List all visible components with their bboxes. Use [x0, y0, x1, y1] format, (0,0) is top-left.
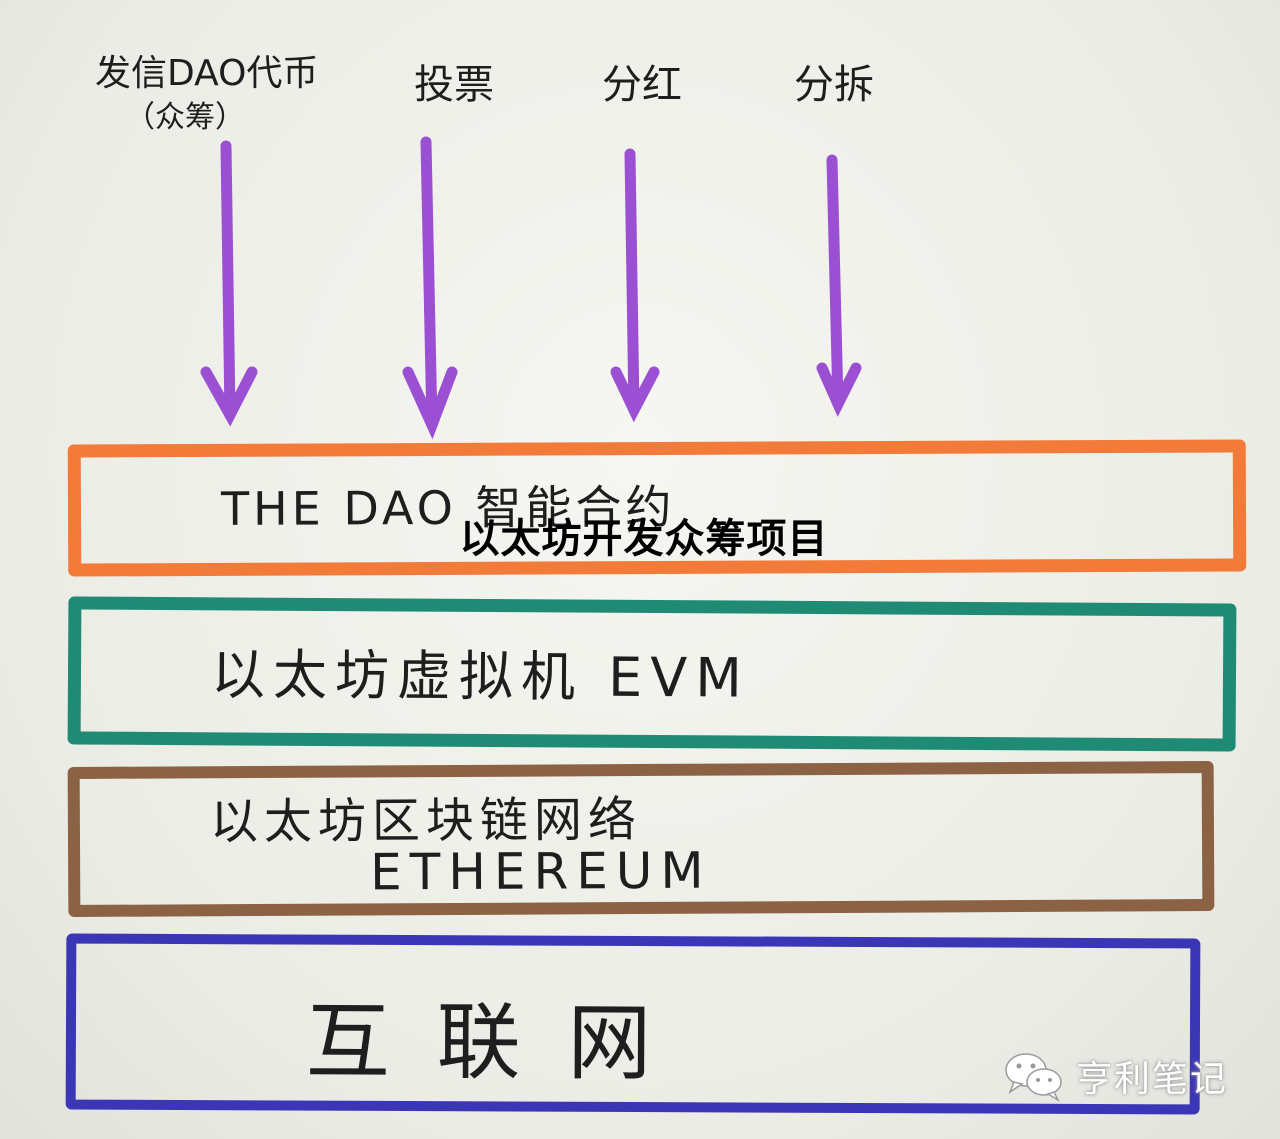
layer-internet-label: 互 联 网 [305, 992, 662, 1093]
action-issue-token-label: 发信DAO代币 [95, 53, 319, 94]
layer-blockchain: 以太坊区块链网络 ETHEREUM [67, 761, 1215, 917]
wechat-icon [1005, 1053, 1062, 1102]
action-split: 分拆 [794, 62, 874, 108]
action-issue-token: 发信DAO代币 （众筹） [95, 52, 318, 140]
layer-evm-label: 以太坊虚拟机 EVM [210, 643, 750, 710]
watermark-text: 亨利笔记 [1076, 1059, 1229, 1100]
overlay-title: 以太坊开发众筹项目 [459, 516, 829, 562]
arrow-dividend [624, 148, 640, 416]
arrow-vote [420, 136, 438, 431]
layer-evm: 以太坊虚拟机 EVM [67, 596, 1237, 752]
arrow-split [826, 154, 844, 410]
arrow-dividend-head [610, 366, 660, 423]
arrow-split-head [816, 362, 862, 417]
layer-blockchain-label-2: ETHEREUM [370, 841, 712, 902]
action-dividend: 分红 [602, 62, 682, 108]
watermark: 亨利笔记 [1002, 1048, 1228, 1104]
arrow-vote-head [402, 366, 458, 440]
action-vote: 投票 [414, 62, 494, 108]
action-issue-token-sub: （众筹） [125, 100, 245, 135]
arrow-issue-token-head [200, 366, 258, 427]
arrow-issue-token [220, 140, 236, 421]
